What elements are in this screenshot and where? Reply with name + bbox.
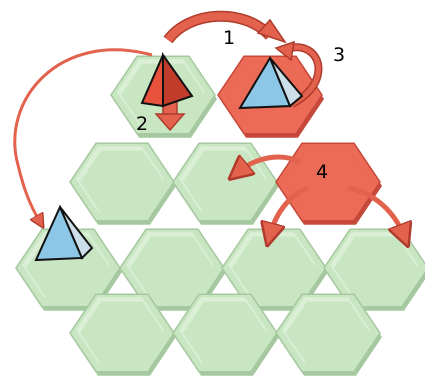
arrowhead-step-1	[256, 18, 287, 44]
hex-tile-row4-right	[275, 293, 382, 376]
hex-tile-row2-right	[275, 142, 382, 225]
move-arrow-step-4-left	[238, 157, 302, 172]
hex-tile-row4-left	[69, 293, 176, 376]
piece-blue-pyramid-left	[34, 204, 94, 262]
step-label-3: 3	[333, 44, 345, 66]
move-arrow-step-4-down-right	[347, 185, 404, 236]
arrowhead-step-3	[274, 40, 295, 62]
move-arrow-step-4-down-left	[270, 185, 309, 235]
hex-tile-row3-3	[221, 228, 328, 311]
hex-tile-row4-middle	[172, 293, 279, 376]
hex-tile-row2-middle	[172, 142, 279, 225]
step-label-4: 4	[316, 161, 328, 183]
hex-tiles-group	[15, 55, 425, 376]
step-label-1: 1	[223, 27, 235, 49]
move-arrow-long-arc	[13, 48, 153, 222]
hex-tile-row2-left	[69, 142, 176, 225]
move-arrow-step-2	[154, 99, 186, 132]
piece-red-pyramid	[140, 51, 194, 108]
step-label-2: 2	[136, 113, 148, 135]
piece-blue-pyramid-top-right	[238, 55, 304, 110]
hex-tile-row3-2	[119, 228, 226, 311]
